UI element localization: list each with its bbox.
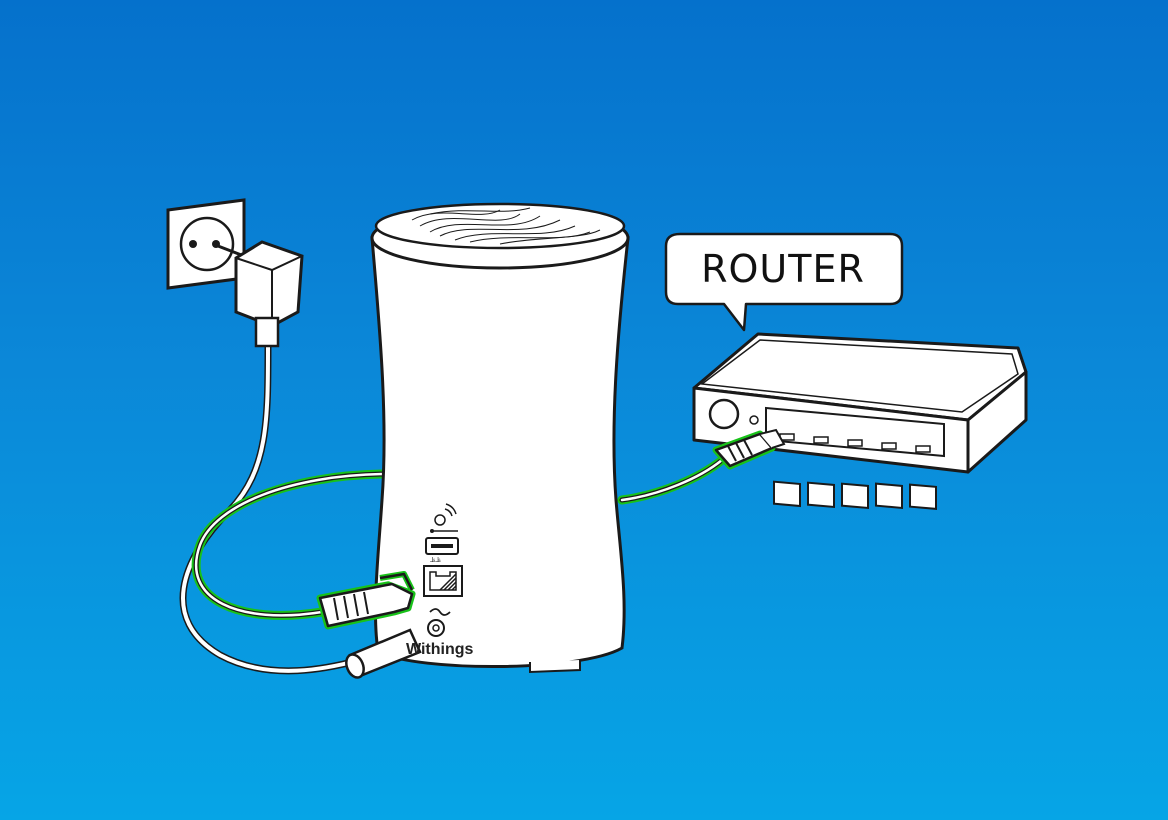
ethernet-cable	[191, 455, 727, 620]
ethernet-plug-hub-icon	[316, 571, 416, 630]
svg-text:⫡⫡: ⫡⫡	[430, 555, 441, 564]
wifi-icon	[434, 503, 457, 526]
power-adapter-icon	[217, 240, 304, 348]
ethernet-plug-router-icon	[712, 428, 786, 470]
withings-hub-icon: ⫡⫡	[370, 202, 630, 674]
power-plug-icon	[345, 628, 422, 679]
ethernet-port-icon: ⫡⫡	[423, 555, 463, 597]
power-port-icon	[427, 608, 451, 637]
router-icon	[692, 332, 1028, 510]
wall-outlet-icon	[166, 198, 246, 290]
power-cable	[179, 340, 364, 675]
usb-port-icon	[425, 529, 459, 555]
router-callout	[664, 232, 904, 332]
